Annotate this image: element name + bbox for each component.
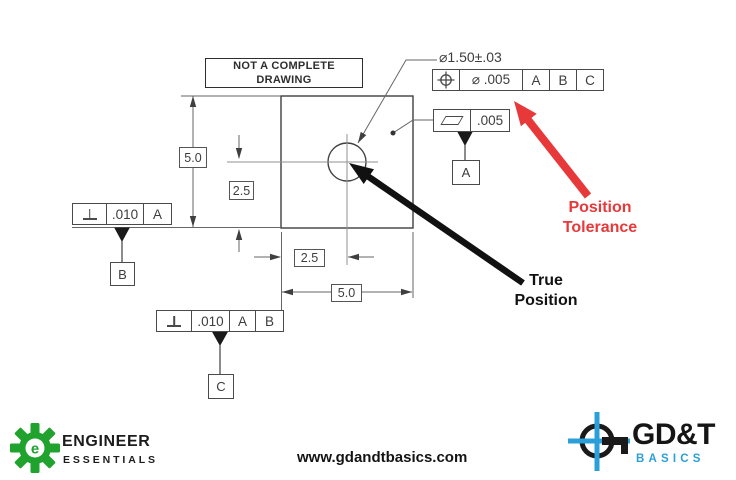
gear-letter: e: [31, 441, 39, 458]
perp-b-tolerance-value: .010: [106, 204, 143, 224]
flatness-tolerance-value: .005: [470, 110, 509, 131]
flatness-symbol-icon: [434, 110, 470, 131]
perpendicularity-symbol-icon: [157, 311, 191, 331]
datum-b-box: B: [110, 262, 135, 286]
perp-c-tolerance-value: .010: [191, 311, 229, 331]
perpendicularity-symbol-icon: [73, 204, 106, 224]
hole-callout-leader: [357, 59, 437, 144]
datum-symbols: [114, 131, 473, 374]
datum-c-box: C: [208, 374, 234, 399]
position-tolerance-label: Position Tolerance: [562, 199, 638, 236]
datum-c-triangle-icon: [212, 332, 228, 347]
position-tolerance-value: ⌀ .005: [459, 70, 522, 90]
datum-b-triangle-icon: [114, 227, 130, 243]
dim-width-box: 5.0: [331, 284, 362, 302]
gdt-basics-line2: BASICS: [636, 453, 705, 465]
fcf-perpendicularity-b: .010 A: [72, 203, 172, 225]
flatness-leader-dot: [390, 130, 396, 136]
position-datum-1: A: [522, 70, 549, 90]
perp-c-datum-1: A: [229, 311, 255, 331]
engineer-essentials-logo: e: [10, 423, 60, 473]
true-position-arrow: [349, 163, 525, 286]
hole-size-callout: ⌀1.50±.03: [439, 49, 502, 65]
center-lines: [227, 134, 378, 265]
note-box: NOT A COMPLETE DRAWING: [205, 58, 363, 88]
fcf-position: ⌀ .005 A B C: [432, 69, 604, 91]
true-position-label: True Position: [514, 272, 578, 309]
position-datum-3: C: [576, 70, 603, 90]
leader-arrowhead: [358, 131, 367, 143]
website-text: www.gdandtbasics.com: [297, 449, 468, 466]
dim-height-half-box: 2.5: [229, 181, 254, 200]
fcf-perpendicularity-c: .010 A B: [156, 310, 284, 332]
dimension-arrowheads: [189, 96, 412, 296]
engineer-essentials-line2: ESSENTIALS: [63, 454, 158, 466]
flatness-leader: [392, 119, 433, 134]
dim-width-half-box: 2.5: [294, 249, 325, 267]
position-tolerance-arrow: [514, 101, 592, 199]
datum-a-box: A: [452, 160, 480, 185]
gear-icon: e: [10, 423, 60, 473]
gdt-basics-logo-mark: [568, 412, 630, 471]
perp-b-datum-1: A: [143, 204, 171, 224]
datum-a-triangle-icon: [457, 131, 473, 147]
perp-c-datum-2: B: [255, 311, 283, 331]
engineer-essentials-line1: ENGINEER: [62, 433, 151, 450]
fcf-flatness: .005: [433, 109, 510, 132]
position-symbol-icon: [433, 70, 459, 90]
dim-height-box: 5.0: [179, 147, 207, 168]
position-datum-2: B: [549, 70, 576, 90]
gdt-basics-line1: GD&T: [632, 418, 716, 451]
